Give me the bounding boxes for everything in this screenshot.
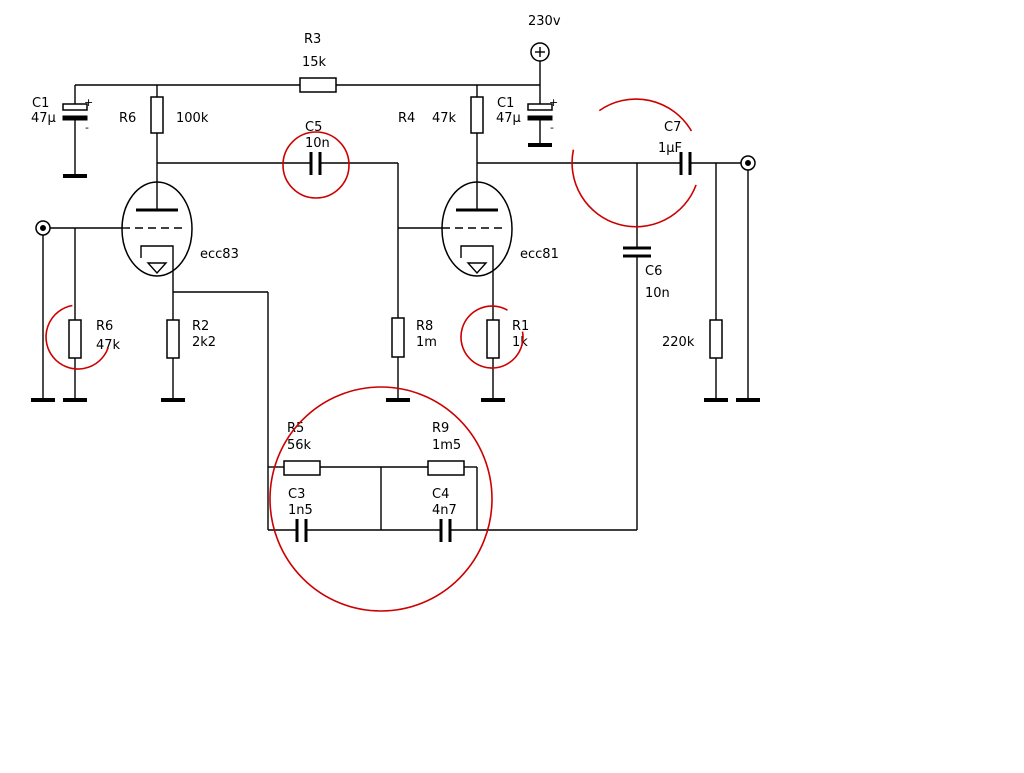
r3-value: 15k — [302, 55, 327, 70]
c7-ref: C7 — [664, 120, 681, 135]
c5-ref: C5 — [305, 120, 322, 135]
output-section: C7 1µF 220k C6 10n — [477, 120, 760, 530]
c1-left-minus: - — [85, 121, 89, 134]
r1-cathode-resistor: R1 1k — [481, 319, 529, 402]
r4-body — [470, 96, 484, 134]
r1-value: 1k — [512, 335, 528, 350]
r2-cathode-resistor: R2 2k2 — [161, 291, 268, 402]
v2-heater-icon — [466, 262, 488, 275]
r9-ref: R9 — [432, 421, 449, 436]
output-terminal-dot — [745, 160, 751, 166]
annotation-circle-c5 — [282, 131, 350, 199]
tube-v1: ecc83 — [121, 181, 239, 292]
c6-value: 10n — [645, 286, 670, 301]
c4-value: 4n7 — [432, 503, 457, 518]
c1-right-value: 47µ — [496, 111, 521, 126]
v1-cathode — [140, 245, 174, 292]
c7-value: 1µF — [658, 141, 682, 156]
supply-voltage-label: 230v — [528, 14, 561, 29]
r2-ref: R2 — [192, 319, 209, 334]
c5-capacitor: C5 10n — [157, 120, 398, 175]
annotations — [45, 98, 697, 612]
r2-value: 2k2 — [192, 335, 216, 350]
c1-right-ref: C1 — [497, 96, 514, 111]
c1-right-plus: + — [549, 96, 558, 109]
c3-ref: C3 — [288, 487, 305, 502]
r4-value: 47k — [432, 111, 457, 126]
supply-terminal: 230v — [528, 14, 561, 85]
c1-left-ref: C1 — [32, 96, 49, 111]
r1-body — [486, 319, 500, 359]
r-out-body — [709, 319, 723, 359]
v2-type-label: ecc81 — [520, 247, 559, 262]
v2-envelope — [441, 181, 513, 277]
tube-v2: ecc81 — [441, 181, 559, 320]
r3-resistor — [299, 77, 337, 93]
c6-ref: C6 — [645, 264, 662, 279]
feedback-network: R5 56k R9 1m5 C3 1n5 C4 4n7 — [267, 292, 637, 542]
supply-rail: R3 15k — [75, 32, 540, 93]
annotation-arc-c7-top — [598, 98, 693, 132]
c4-ref: C4 — [432, 487, 449, 502]
r6-plate-body — [150, 96, 164, 134]
r4-ref: R4 — [398, 111, 415, 126]
r9-body — [427, 460, 465, 476]
r5-body — [283, 460, 321, 476]
c1-right-negative-plate — [527, 115, 553, 121]
r6-plate-resistor: R6 100k — [119, 85, 209, 210]
r6-plate-value: 100k — [176, 111, 209, 126]
c1-right-minus: - — [550, 121, 554, 134]
r8-body — [391, 317, 405, 358]
r6-plate-ref: R6 — [119, 111, 136, 126]
annotation-circle-network — [269, 386, 493, 612]
c1-left-capacitor: + - C1 47µ — [31, 85, 93, 178]
input-section: R6 47k — [31, 220, 122, 402]
annotation-arc-r1 — [460, 305, 524, 369]
annotation-arc-c7-bottom — [571, 149, 697, 228]
r9-value: 1m5 — [432, 438, 461, 453]
input-terminal-dot — [40, 225, 46, 231]
v1-heater-icon — [146, 262, 168, 275]
c3-value: 1n5 — [288, 503, 313, 518]
r2-body — [166, 319, 180, 359]
c1-left-value: 47µ — [31, 111, 56, 126]
r8-ref: R8 — [416, 319, 433, 334]
r5-value: 56k — [287, 438, 312, 453]
c1-left-negative-plate — [62, 115, 88, 121]
v1-envelope — [121, 181, 193, 277]
r6-grid-value: 47k — [96, 338, 121, 353]
r8-grid-resistor: R8 1m — [386, 163, 442, 402]
c1-right-capacitor: + - C1 47µ — [496, 85, 558, 147]
r6-grid-body — [68, 319, 82, 359]
c1-left-positive-plate — [62, 103, 88, 111]
r8-value: 1m — [416, 335, 437, 350]
c1-right-positive-plate — [527, 103, 553, 111]
r6-grid-ref: R6 — [96, 319, 113, 334]
c5-value: 10n — [305, 136, 330, 151]
r-out-value: 220k — [662, 335, 695, 350]
r4-plate-resistor: R4 47k — [398, 85, 484, 210]
v1-type-label: ecc83 — [200, 247, 239, 262]
annotation-arc-r6 — [45, 304, 109, 370]
c1-left-plus: + — [84, 96, 93, 109]
r3-ref: R3 — [304, 32, 321, 47]
r1-ref: R1 — [512, 319, 529, 334]
v2-cathode — [460, 245, 494, 320]
